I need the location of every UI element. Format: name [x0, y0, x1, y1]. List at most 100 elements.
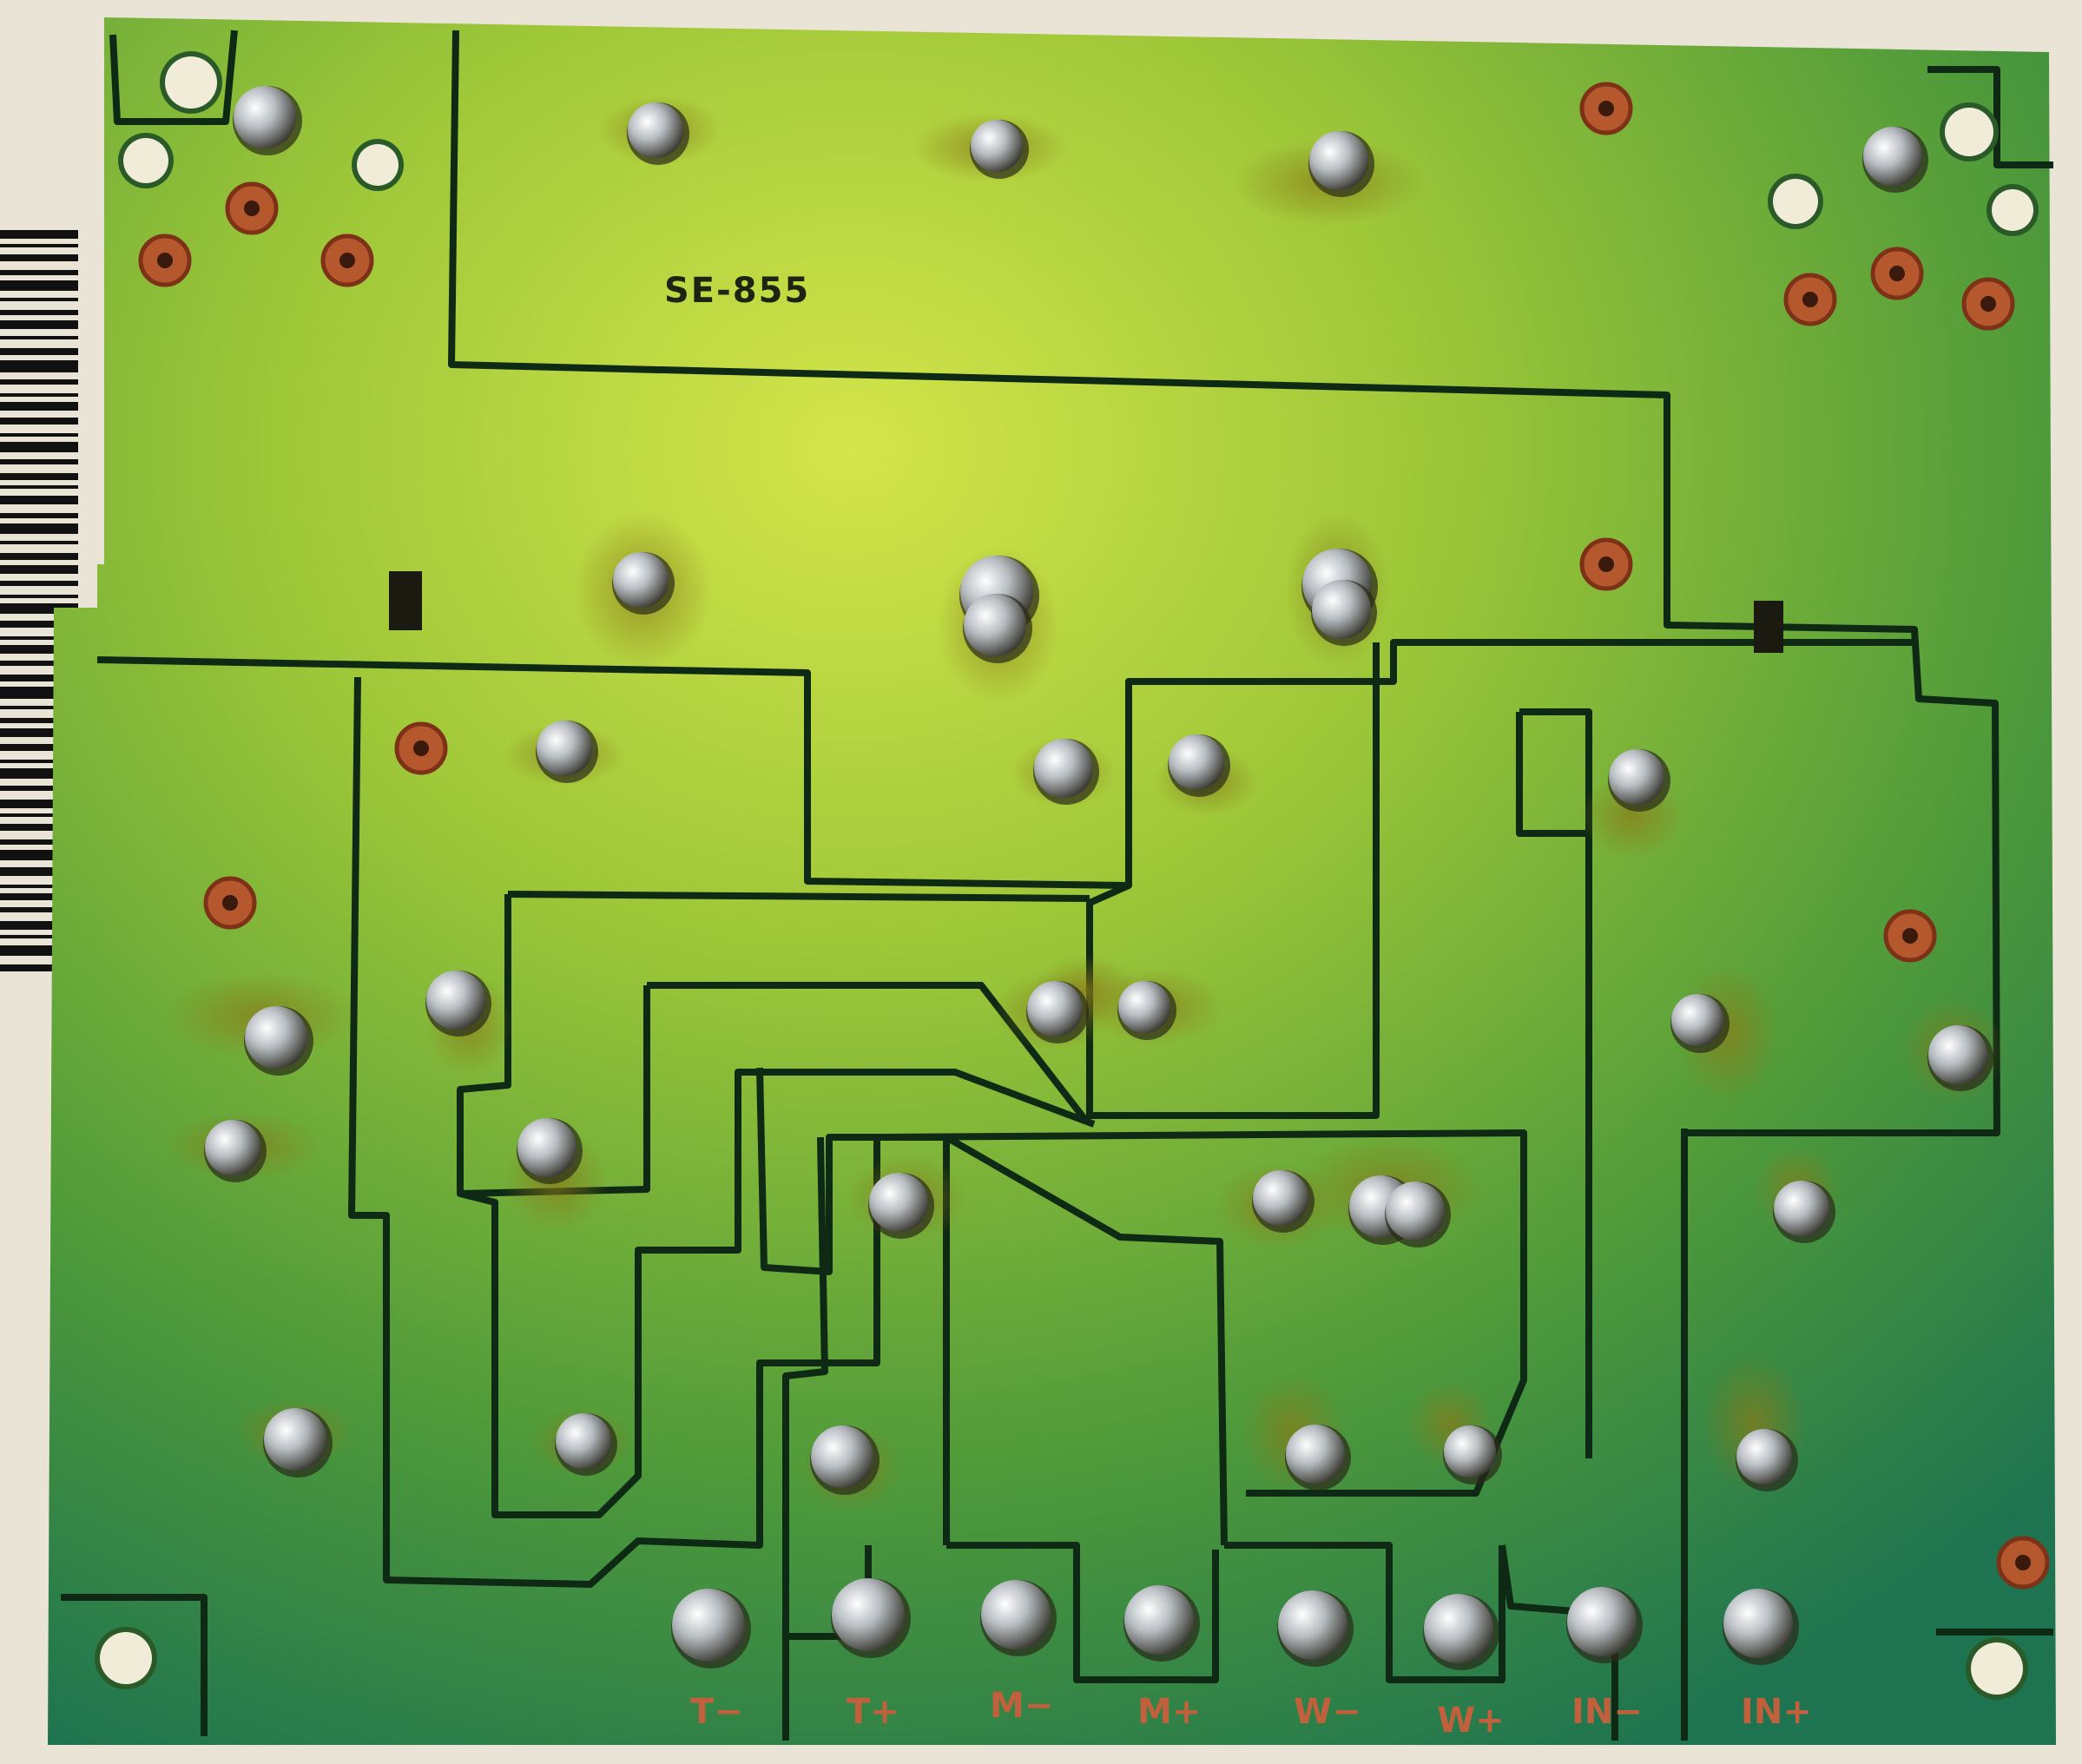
- barcode-stripe: [0, 360, 78, 372]
- terminal-label-in-plus: IN+: [1741, 1692, 1812, 1732]
- barcode-stripe: [0, 645, 78, 654]
- terminal-label-m-plus: M+: [1137, 1692, 1201, 1732]
- barcode-stripe: [0, 541, 78, 544]
- copper-pad-drill: [1902, 928, 1918, 944]
- solder-joint: [1671, 994, 1723, 1046]
- solder-joint: [1444, 1425, 1496, 1478]
- copper-pad-drill: [244, 201, 260, 216]
- solder-joint: [245, 1006, 307, 1069]
- barcode-stripe: [0, 964, 78, 971]
- barcode-stripe: [0, 706, 78, 709]
- solder-joint: [517, 1118, 577, 1177]
- barcode-stripe: [0, 839, 78, 845]
- solder-joint: [1124, 1585, 1194, 1655]
- terminal-labels: T− T+ M− M+ W− W+ IN− IN+: [690, 1686, 1812, 1741]
- solder-joint: [1118, 981, 1170, 1033]
- slot-left: [389, 571, 422, 630]
- solder-joint: [1424, 1594, 1493, 1663]
- barcode-stripe: [0, 907, 78, 912]
- solder-joint: [628, 102, 683, 158]
- barcode-stripe: [0, 523, 78, 534]
- solder-joint: [832, 1578, 905, 1651]
- barcode-stripe: [0, 310, 78, 315]
- solder-joint: [1736, 1429, 1792, 1484]
- barcode-stripe: [0, 728, 78, 737]
- solder-joint: [1169, 734, 1224, 790]
- barcode-stripe: [0, 813, 78, 817]
- mounting-hole: [123, 138, 168, 183]
- barcode-stripe: [0, 921, 78, 930]
- terminal-label-w-plus: W+: [1437, 1701, 1505, 1741]
- barcode-stripe: [0, 336, 78, 339]
- barcode-stripe: [0, 718, 78, 723]
- solder-joint: [264, 1408, 326, 1471]
- solder-joint: [1774, 1181, 1829, 1236]
- solder-joint: [205, 1120, 260, 1175]
- solder-joint: [234, 86, 296, 148]
- solder-joint: [981, 1580, 1051, 1649]
- copper-pad-drill: [1598, 101, 1614, 116]
- mounting-hole: [1971, 1642, 2023, 1695]
- terminal-label-t-minus: T−: [690, 1692, 743, 1732]
- barcode-stripe: [0, 553, 78, 560]
- terminal-label-t-plus: T+: [847, 1692, 899, 1732]
- barcode-stripe: [0, 565, 78, 574]
- terminal-label-w-minus: W−: [1294, 1692, 1361, 1732]
- barcode-stripe: [0, 244, 78, 247]
- barcode-stripe: [0, 675, 78, 681]
- barcode-stripe: [0, 280, 78, 291]
- mounting-hole: [165, 56, 217, 109]
- barcode-stripe: [0, 935, 78, 938]
- copper-pad-drill: [339, 253, 355, 268]
- slot-right: [1754, 601, 1783, 653]
- mounting-hole: [1773, 179, 1818, 224]
- solder-joint: [613, 552, 669, 608]
- solder-joint: [1723, 1589, 1793, 1658]
- barcode-stripe: [0, 320, 78, 329]
- barcode-stripe: [0, 595, 78, 598]
- solder-joint: [869, 1173, 928, 1232]
- copper-pad-drill: [1889, 266, 1905, 281]
- copper-pad-drill: [2015, 1555, 2031, 1570]
- barcode-stripe: [0, 379, 78, 385]
- barcode-stripe: [0, 496, 78, 504]
- barcode-stripe: [0, 442, 78, 452]
- solder-joint: [537, 721, 592, 776]
- solder-joint: [556, 1413, 611, 1469]
- solder-joint: [672, 1589, 745, 1662]
- barcode-stripe: [0, 621, 78, 628]
- barcode-stripe: [0, 459, 78, 464]
- solder-joint: [1863, 127, 1922, 186]
- copper-pad-drill: [1802, 292, 1818, 307]
- barcode-stripe: [0, 513, 78, 518]
- copper-pad-drill: [1980, 296, 1996, 312]
- solder-joint: [1027, 981, 1083, 1037]
- barcode-stripe: [0, 254, 78, 261]
- barcode-stripe: [0, 744, 78, 751]
- solder-joint: [1278, 1590, 1347, 1660]
- barcode-stripe: [0, 433, 78, 437]
- barcode-stripe: [0, 270, 78, 275]
- barcode-stripe: [0, 348, 78, 355]
- barcode-stripe: [0, 885, 78, 888]
- solder-joint: [426, 971, 485, 1030]
- mounting-hole: [100, 1632, 152, 1684]
- barcode-stripe: [0, 298, 78, 301]
- barcode-stripe: [0, 786, 78, 791]
- barcode-stripe: [0, 402, 78, 411]
- barcode-stripe: [0, 393, 78, 397]
- copper-pad-drill: [157, 253, 173, 268]
- solder-joint: [1609, 749, 1664, 805]
- mounting-hole: [1945, 108, 1993, 156]
- barcode-stripe: [0, 636, 78, 640]
- terminal-label-m-minus: M−: [990, 1686, 1053, 1726]
- barcode-stripe: [0, 800, 78, 808]
- mounting-hole: [357, 144, 399, 186]
- copper-pad-drill: [1598, 556, 1614, 572]
- terminal-label-in-minus: IN−: [1571, 1692, 1643, 1732]
- barcode-stripe: [0, 418, 78, 425]
- solder-joint: [811, 1425, 873, 1488]
- solder-joints: [204, 86, 1993, 1670]
- barcode-stripe: [0, 824, 78, 831]
